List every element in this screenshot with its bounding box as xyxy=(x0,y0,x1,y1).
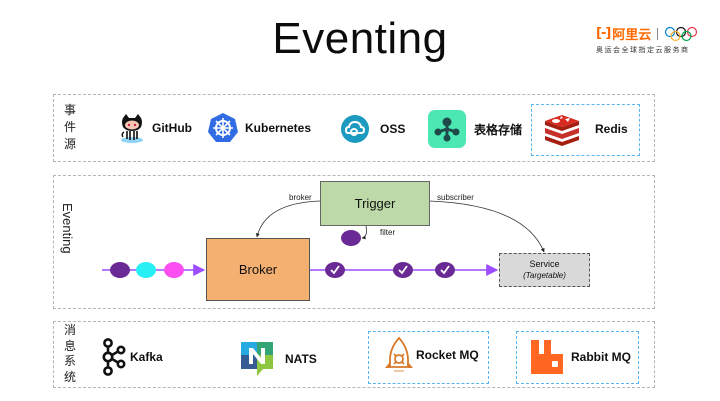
source-label: Redis xyxy=(595,122,628,136)
label-char: 消 xyxy=(63,323,76,337)
filter-edge-label: filter xyxy=(380,228,396,237)
aliyun-logo-icon: [-] xyxy=(596,26,611,41)
broker-node: Broker xyxy=(206,238,310,301)
trigger-node: Trigger xyxy=(320,181,430,226)
kubernetes-helm-icon xyxy=(208,113,238,142)
messaging-nats: NATS xyxy=(241,342,317,376)
label-char: 事 xyxy=(63,103,76,117)
broker-edge-label: broker xyxy=(289,193,312,202)
oss-cloud-icon xyxy=(341,115,369,143)
source-github: GitHub xyxy=(118,112,192,144)
label-char: 统 xyxy=(63,369,76,384)
label-char: 息 xyxy=(63,338,76,353)
rocketmq-highlight-box xyxy=(368,331,489,384)
event-sources-label: 事 件 源 xyxy=(62,102,78,153)
messaging-rabbitmq: Rabbit MQ xyxy=(530,339,631,375)
event-sources-section xyxy=(53,94,655,162)
redis-icon xyxy=(545,115,579,146)
source-table-store: 表格存储 xyxy=(428,110,522,148)
messaging-kafka: Kafka xyxy=(102,338,163,376)
rocketmq-icon xyxy=(385,336,413,372)
rabbitmq-highlight-box xyxy=(516,331,639,384)
source-redis: Redis xyxy=(543,112,628,146)
messaging-label: Kafka xyxy=(130,350,163,364)
label-char: 源 xyxy=(63,137,76,151)
messaging-label: Rocket MQ xyxy=(416,348,479,362)
subscriber-edge-label: subscriber xyxy=(437,193,474,202)
source-label: OSS xyxy=(380,122,406,136)
messaging-rocketmq: Rocket MQ xyxy=(383,336,479,374)
nats-icon xyxy=(241,342,273,376)
messaging-label: Rabbit MQ xyxy=(571,350,631,364)
brand-tagline: 奥运会全球指定云服务商 xyxy=(596,46,690,54)
eventing-section-label: Eventing xyxy=(60,203,75,254)
service-label: Service xyxy=(529,259,560,269)
source-oss: OSS xyxy=(340,114,405,144)
messaging-section-label: 消 息 系 统 xyxy=(62,323,78,385)
source-kubernetes: Kubernetes xyxy=(207,112,311,144)
messaging-section xyxy=(53,321,655,388)
source-label: Kubernetes xyxy=(245,121,312,135)
redis-highlight-box xyxy=(531,104,640,156)
messaging-label: NATS xyxy=(285,352,317,366)
broker-label: Broker xyxy=(238,262,278,277)
rabbitmq-icon xyxy=(531,340,563,374)
kafka-icon xyxy=(102,338,126,376)
olympic-rings-icon xyxy=(665,26,698,41)
source-label: 表格存储 xyxy=(474,122,523,137)
trigger-label: Trigger xyxy=(354,196,396,211)
github-octocat-icon xyxy=(121,114,143,143)
table-store-icon xyxy=(428,110,466,148)
brand-separator xyxy=(657,27,659,40)
page-title: Eventing xyxy=(272,14,448,63)
brand-logo: [-] 阿里云 奥运会全球指定云服务商 xyxy=(596,25,716,59)
label-char: 系 xyxy=(63,354,76,368)
label-char: 件 xyxy=(63,120,76,134)
brand-name: 阿里云 xyxy=(612,28,652,43)
service-subtitle: (Targetable) xyxy=(523,271,566,280)
eventing-section xyxy=(53,175,655,309)
source-label: GitHub xyxy=(152,121,192,135)
service-node: Service (Targetable) xyxy=(499,253,590,287)
